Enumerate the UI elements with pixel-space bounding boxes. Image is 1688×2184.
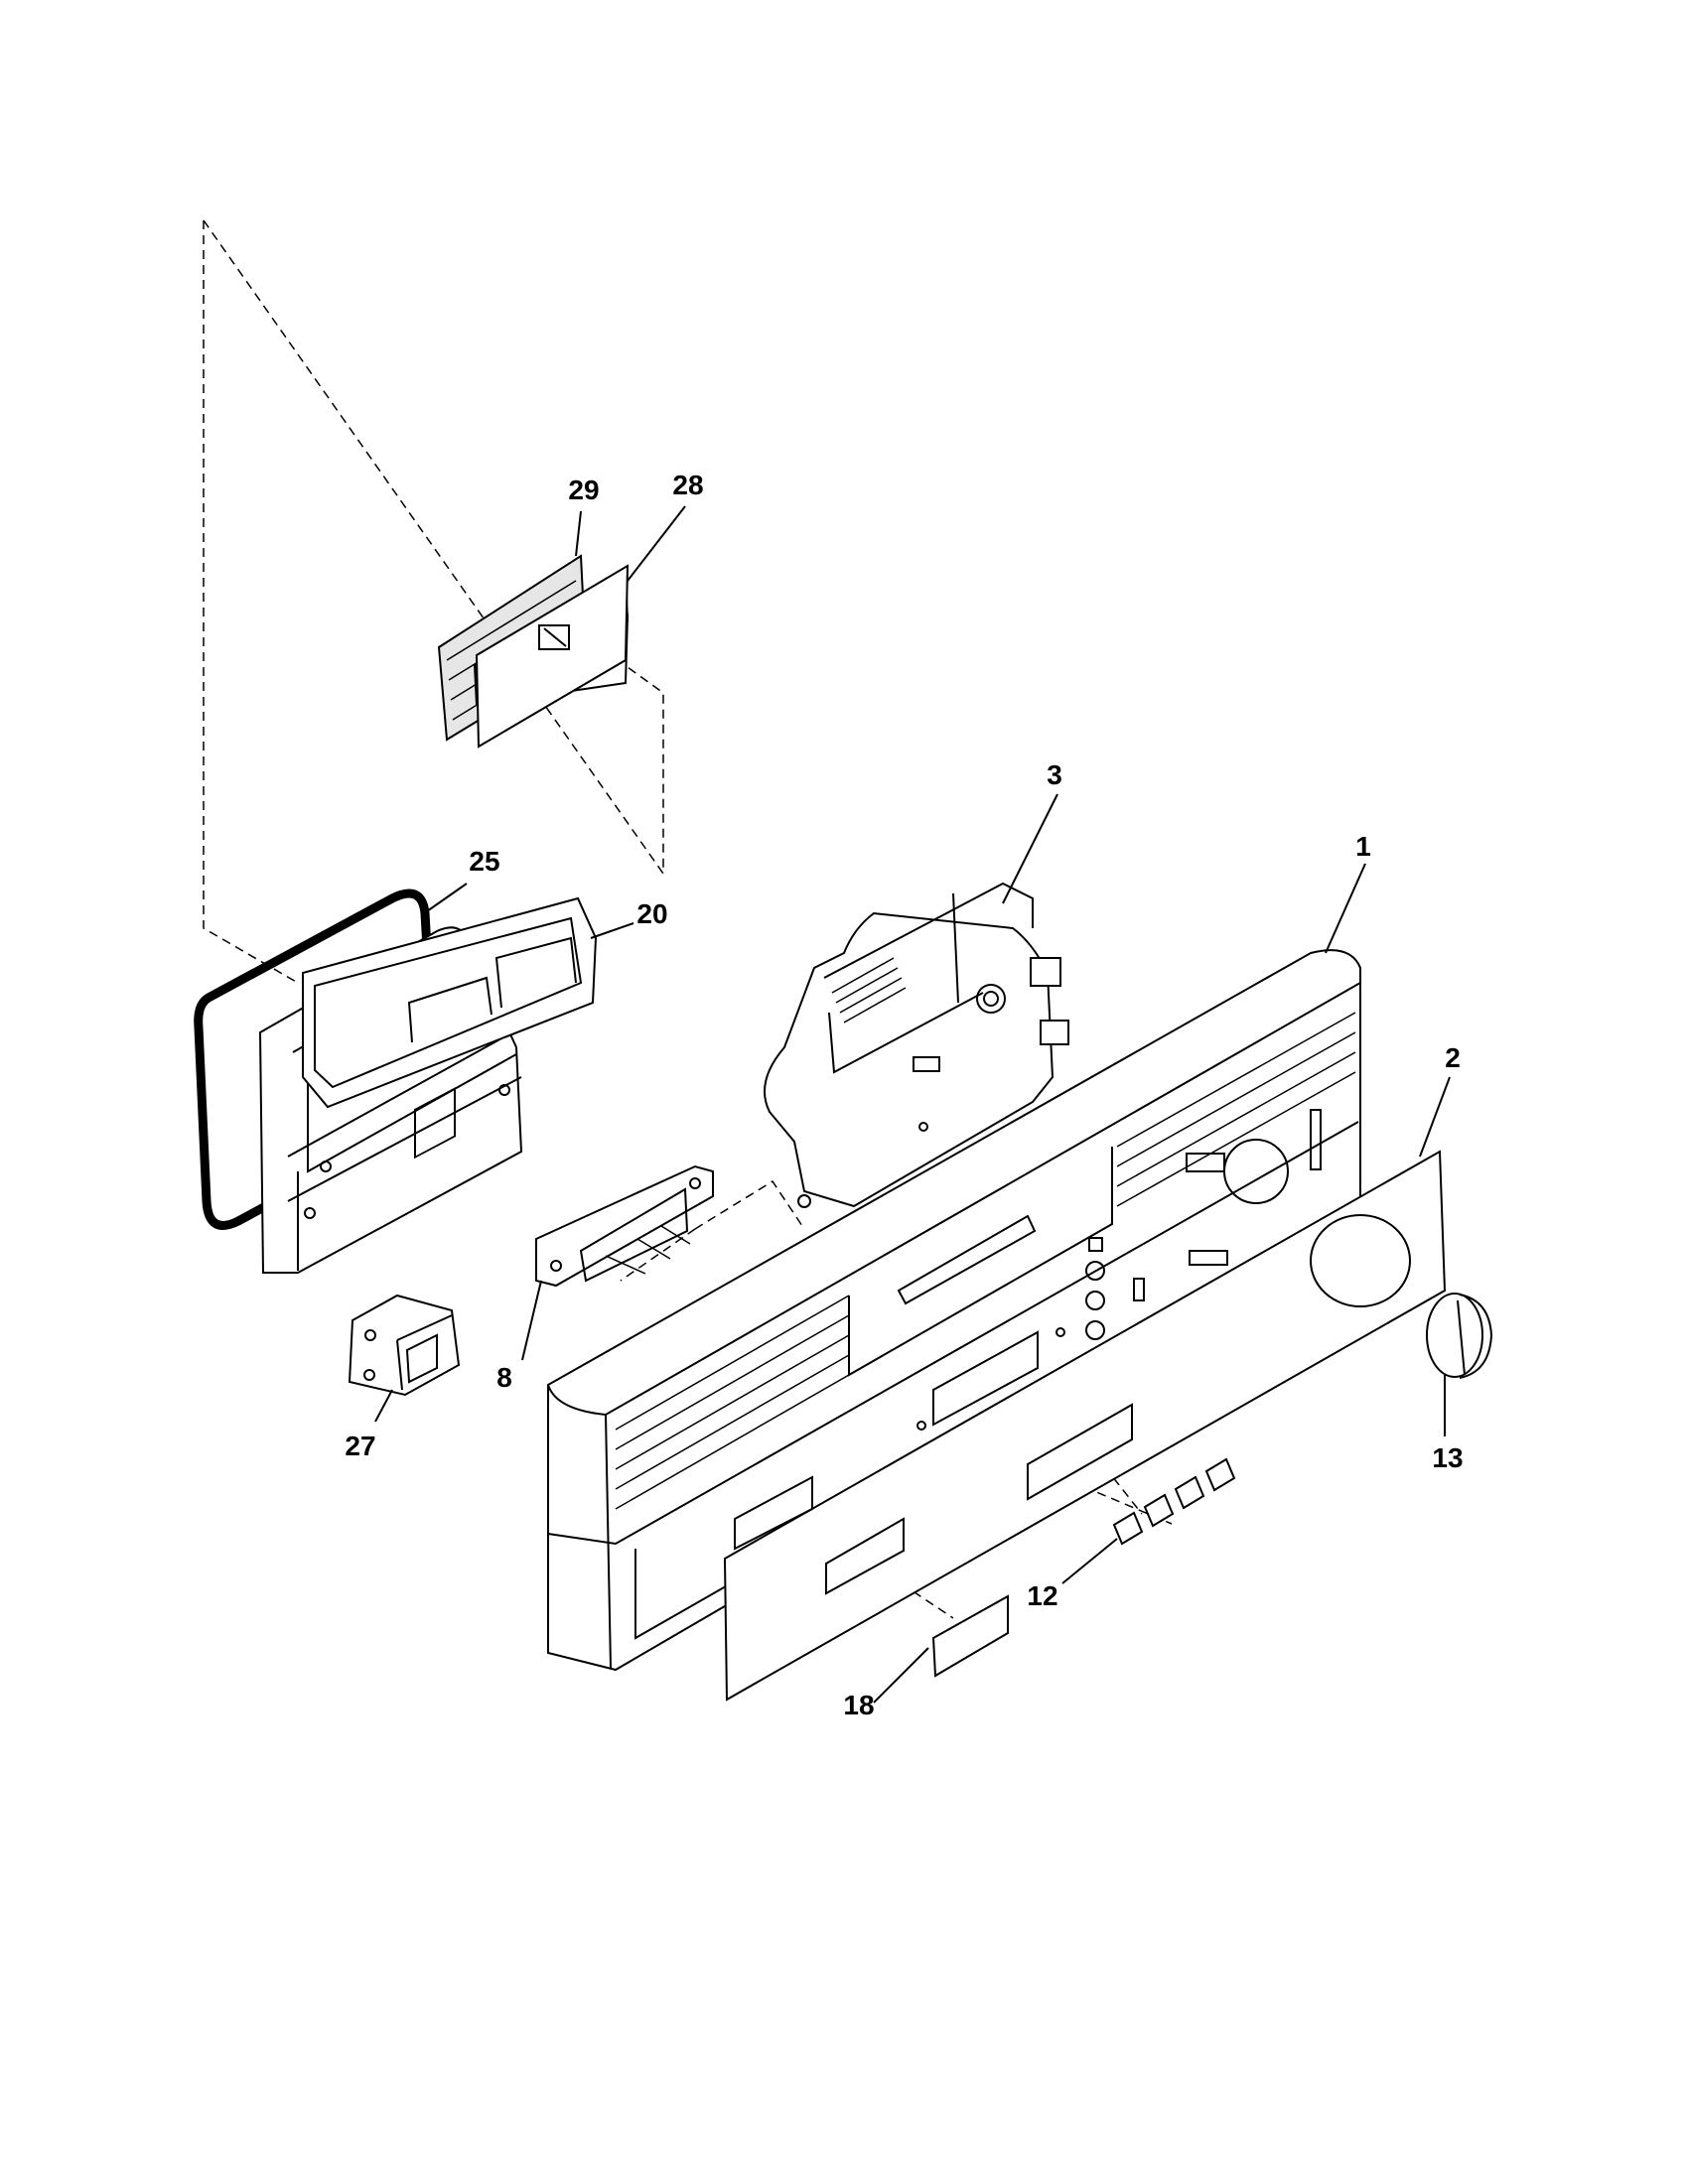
part-27-connector [348,1294,461,1397]
callout-25: 25 [469,846,499,877]
callout-29: 29 [568,475,599,505]
part-2-overlay-panel [723,1150,1447,1702]
part-3-timer [764,882,1069,1208]
callout-18: 18 [843,1690,874,1720]
callout-2: 2 [1445,1042,1461,1073]
callout-labels: 29 28 3 1 25 20 2 8 27 13 12 18 [345,470,1463,1720]
callout-27: 27 [345,1431,375,1461]
part-28-filter-cover [473,564,630,749]
leader-lines [374,505,1451,1704]
part-20-door-frame [302,896,598,1109]
callout-20: 20 [636,898,667,929]
part-18-label [931,1594,1009,1678]
part-1-console-panel [547,949,1361,1672]
part-8-switch [535,1164,714,1288]
callout-1: 1 [1355,831,1371,862]
callout-13: 13 [1432,1442,1463,1473]
callout-28: 28 [672,470,703,500]
callout-3: 3 [1047,759,1062,790]
part-13-knob [1426,1293,1493,1379]
part-12-push-buttons [1112,1457,1236,1546]
callout-12: 12 [1027,1580,1057,1611]
callout-8: 8 [496,1362,512,1393]
